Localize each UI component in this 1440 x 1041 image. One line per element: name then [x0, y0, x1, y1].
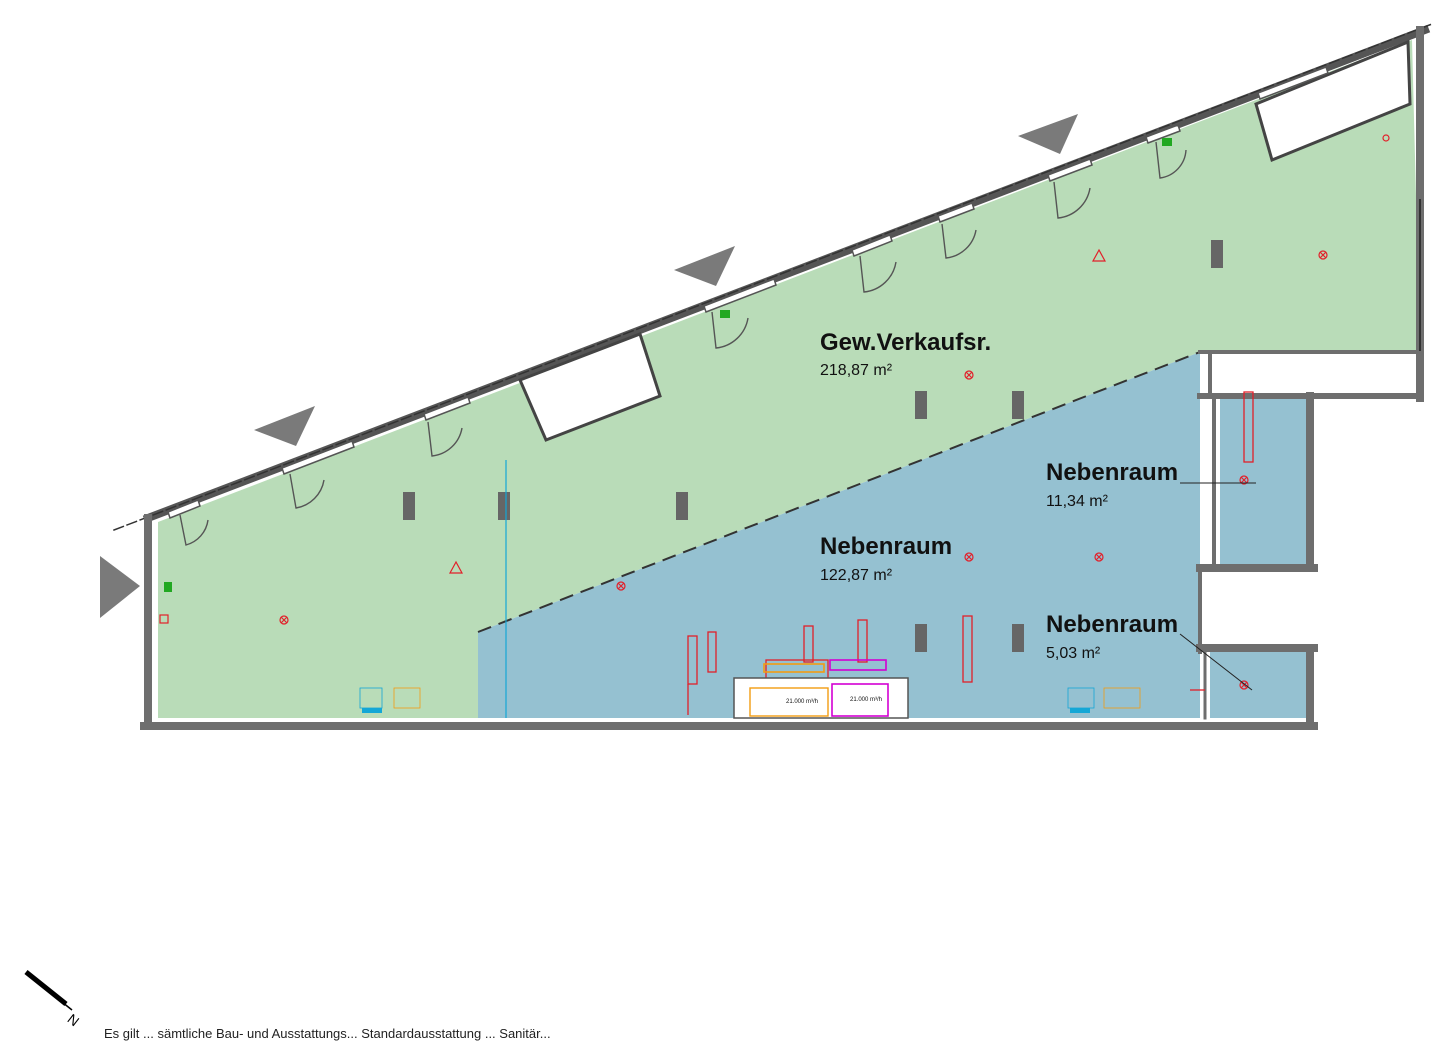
- tank-1-label: 21.000 m³/h: [786, 699, 818, 705]
- bottom-annotations: [359, 687, 1141, 713]
- room-name-side-large: Nebenraum: [820, 533, 952, 560]
- equipment-inner-2: [831, 683, 889, 717]
- power-outlets: [164, 138, 1172, 592]
- facade-windows: [167, 66, 1329, 519]
- north-arrow-icon: [24, 970, 73, 1011]
- walls: [113, 23, 1433, 730]
- footer-disclaimer: Es gilt ... sämtliche Bau- und Ausstattu…: [104, 1026, 551, 1041]
- equipment-room: [1214, 360, 1414, 392]
- equipment-inner: [749, 687, 829, 717]
- columns: [403, 240, 1223, 652]
- sales-area-floor: [158, 40, 1420, 718]
- room-area-side-large: 122,87 m²: [820, 567, 893, 584]
- window-recess: [518, 39, 1412, 442]
- north-label: N: [65, 1010, 83, 1029]
- side-room-medium-floor: [1220, 396, 1306, 564]
- leader-lines: [1179, 482, 1256, 691]
- side-room-small-floor: [1210, 652, 1306, 718]
- ceiling-outlet-markers: [159, 134, 1390, 690]
- area-separation-line: [477, 351, 1201, 633]
- tank-2-label: 21.000 m³/h: [850, 697, 882, 703]
- room-name-sales: Gew.Verkaufsr.: [820, 329, 991, 356]
- entrance-arrow: [100, 114, 1078, 618]
- room-name-side-small: Nebenraum: [1046, 611, 1178, 638]
- room-area-sales: 218,87 m²: [820, 362, 893, 379]
- electrical-annotations: [687, 391, 1254, 715]
- room-name-side-medium: Nebenraum: [1046, 459, 1178, 486]
- door-swings: [179, 141, 1187, 546]
- room-area-side-small: 5,03 m²: [1046, 645, 1101, 662]
- room-area-side-medium: 11,34 m²: [1046, 493, 1109, 510]
